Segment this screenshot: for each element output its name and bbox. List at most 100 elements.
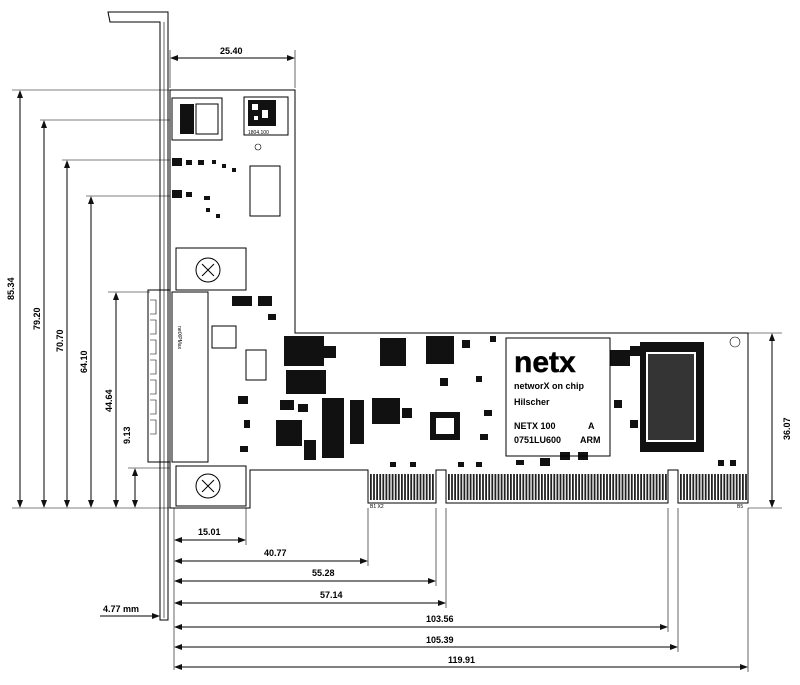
edge-finger (466, 474, 469, 500)
mid-board-parts: netXPMax (171, 291, 276, 463)
edge-finger (606, 474, 608, 500)
edge-finger (482, 474, 484, 500)
top-dimension: 25.40 (169, 46, 296, 88)
edge-finger (680, 474, 682, 500)
edge-finger (528, 474, 531, 500)
dim-103-56: 103.56 (426, 614, 454, 624)
right-board-parts (276, 336, 741, 467)
edge-finger (720, 474, 723, 500)
edge-finger (416, 474, 419, 500)
edge-finger (603, 474, 605, 500)
edge-finger (422, 474, 425, 500)
edge-finger (572, 474, 574, 500)
edge-label-left: B1 X2 (370, 504, 384, 510)
edge-finger (488, 474, 491, 500)
chip-model: NETX 100 (514, 421, 556, 431)
edge-finger (432, 474, 434, 500)
screw-lower (175, 465, 247, 507)
edge-finger (397, 474, 400, 500)
edge-finger (689, 474, 692, 500)
edge-finger (425, 474, 428, 500)
bottom-dimensions: 15.01 40.77 55.28 57.14 4.77 mm 103.56 1… (100, 508, 749, 672)
edge-finger (652, 474, 655, 500)
dim-119-91: 119.91 (448, 655, 475, 665)
right-dimension: 36.07 (748, 332, 792, 509)
edge-finger (640, 474, 642, 500)
upper-board-parts: 1804.100 (171, 96, 289, 218)
edge-finger (732, 474, 735, 500)
vertical-dimensions: 85.34 79.20 70.70 64.10 44.64 9.13 (6, 89, 170, 509)
edge-finger (547, 474, 549, 500)
edge-finger (510, 474, 512, 500)
edge-finger (568, 474, 571, 500)
edge-finger (624, 474, 627, 500)
edge-finger (519, 474, 522, 500)
edge-finger (460, 474, 463, 500)
edge-finger (686, 474, 688, 500)
dim-64-10: 64.10 (79, 350, 89, 373)
edge-finger (419, 474, 422, 500)
edge-finger (556, 474, 559, 500)
dim-15-01: 15.01 (198, 527, 221, 537)
edge-label-right: B5 (737, 504, 743, 510)
edge-finger (717, 474, 719, 500)
bracket-label: netXPMax (176, 326, 182, 350)
edge-finger (475, 474, 478, 500)
chip-arch: ARM (580, 435, 601, 445)
edge-finger (410, 474, 413, 500)
edge-finger (695, 474, 698, 500)
edge-finger (388, 474, 391, 500)
edge-finger (596, 474, 599, 500)
edge-finger (704, 474, 707, 500)
edge-finger (379, 474, 382, 500)
edge-finger (525, 474, 528, 500)
edge-finger (735, 474, 738, 500)
edge-finger (385, 474, 388, 500)
edge-finger (643, 474, 646, 500)
edge-finger (630, 474, 633, 500)
chip-rev: A (588, 421, 595, 431)
edge-finger (516, 474, 518, 500)
edge-finger (565, 474, 568, 500)
edge-finger (506, 474, 509, 500)
dim-70-70: 70.70 (55, 329, 65, 352)
edge-finger (479, 474, 481, 500)
edge-connector (370, 474, 747, 500)
edge-finger (698, 474, 701, 500)
edge-finger (485, 474, 487, 500)
dim-79-20: 79.20 (32, 307, 42, 330)
edge-finger (491, 474, 494, 500)
dim-44-64: 44.64 (104, 389, 114, 412)
edge-finger (376, 474, 378, 500)
edge-finger (472, 474, 475, 500)
netx-logo: netx (514, 346, 576, 379)
edge-finger (634, 474, 636, 500)
dim-25-40: 25.40 (220, 46, 243, 56)
edge-finger (469, 474, 472, 500)
edge-finger (391, 474, 394, 500)
edge-finger (609, 474, 611, 500)
edge-finger (714, 474, 716, 500)
edge-finger (562, 474, 565, 500)
edge-finger (559, 474, 562, 500)
edge-finger (649, 474, 652, 500)
edge-finger (497, 474, 500, 500)
edge-finger (428, 474, 431, 500)
edge-finger (522, 474, 525, 500)
edge-finger (544, 474, 546, 500)
screw-upper (175, 247, 247, 291)
edge-finger (665, 474, 667, 500)
edge-finger (655, 474, 658, 500)
edge-finger (738, 474, 741, 500)
edge-finger (407, 474, 409, 500)
edge-finger (541, 474, 543, 500)
edge-finger (550, 474, 553, 500)
edge-finger (394, 474, 397, 500)
edge-finger (584, 474, 587, 500)
edge-finger (599, 474, 602, 500)
edge-finger (451, 474, 453, 500)
edge-finger (711, 474, 713, 500)
edge-finger (723, 474, 726, 500)
